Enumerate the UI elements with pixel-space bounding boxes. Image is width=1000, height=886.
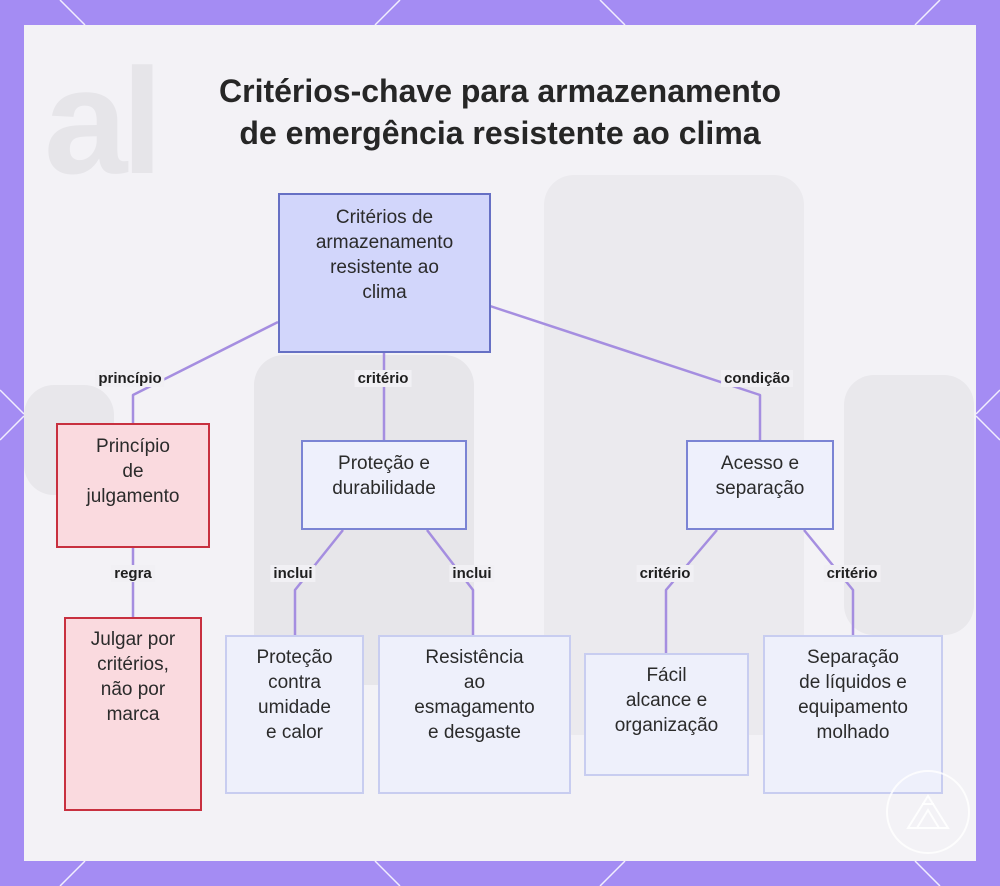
node-access: Acesso e separação [686, 440, 834, 530]
edge-protection-moisture [293, 529, 344, 635]
edge-protection-crush [426, 529, 475, 635]
edge-access-separate [803, 529, 855, 635]
edge-label-access-separate: critério [823, 565, 881, 582]
node-protection: Proteção e durabilidade [301, 440, 467, 530]
node-principle: Princípio de julgamento [56, 423, 210, 548]
node-principle-line: julgamento [86, 486, 180, 507]
node-root-line: Critérios de [335, 207, 434, 228]
edge-label-access-reach: critério [636, 565, 694, 582]
node-judge-line: Julgar por [90, 629, 176, 650]
node-separate-line: molhado [816, 722, 890, 743]
node-reach-line: alcance e [625, 690, 708, 711]
edge-root-principle [131, 320, 279, 423]
node-separate-line: de líquidos e [799, 672, 907, 693]
node-crush-line: ao [463, 672, 486, 693]
edge-label-protection-moisture: inclui [270, 565, 316, 582]
node-root: Critérios de armazenamento resistente ao… [278, 193, 491, 353]
node-crush: Resistência ao esmagamento e desgaste [378, 635, 571, 794]
mountain-logo-icon [886, 770, 970, 854]
node-judge-line: marca [106, 704, 160, 725]
node-moisture: Proteção contra umidade e calor [225, 635, 364, 794]
node-root-line: clima [362, 282, 407, 303]
node-principle-line: Princípio [96, 436, 170, 457]
node-judge-line: critérios, [97, 654, 169, 675]
title-line-2: de emergência resistente ao clima [239, 115, 761, 151]
edge-label-principle-judge: regra [111, 565, 155, 582]
node-root-line: resistente ao [330, 257, 439, 278]
edge-label-root-protection: critério [354, 370, 412, 387]
node-reach: Fácil alcance e organização [584, 653, 749, 776]
node-reach-line: Fácil [646, 665, 687, 686]
edge-label-root-principle: princípio [95, 370, 165, 387]
node-protection-line: Proteção e [338, 453, 430, 474]
node-protection-line: durabilidade [332, 478, 436, 499]
node-crush-line: esmagamento [414, 697, 535, 718]
title-line-1: Critérios-chave para armazenamento [219, 73, 781, 109]
node-principle-line: de [122, 461, 144, 482]
node-crush-line: Resistência [425, 647, 524, 668]
edge-label-protection-crush: inclui [449, 565, 495, 582]
node-crush-line: e desgaste [428, 722, 521, 743]
node-root-line: armazenamento [315, 232, 454, 253]
node-separate-line: Separação [807, 647, 899, 668]
node-moisture-line: contra [268, 672, 321, 693]
node-moisture-line: Proteção [256, 647, 333, 668]
node-judge-line: não por [100, 679, 166, 700]
node-reach-line: organização [614, 715, 719, 736]
node-moisture-line: e calor [265, 722, 323, 743]
node-moisture-line: umidade [258, 697, 331, 718]
edge-access-reach [664, 529, 718, 653]
background-watermark-shape: al [44, 37, 163, 205]
node-separate-line: equipamento [798, 697, 908, 718]
node-judge: Julgar por critérios, não por marca [64, 617, 202, 811]
node-access-line: Acesso e [720, 453, 800, 474]
edge-root-access [489, 304, 762, 440]
edge-label-root-access: condição [721, 370, 793, 387]
diagram-title: Critérios-chave para armazenamento de em… [150, 70, 850, 154]
node-access-line: separação [715, 478, 805, 499]
background-blur-shape [844, 375, 974, 635]
node-separate: Separação de líquidos e equipamento molh… [763, 635, 943, 794]
